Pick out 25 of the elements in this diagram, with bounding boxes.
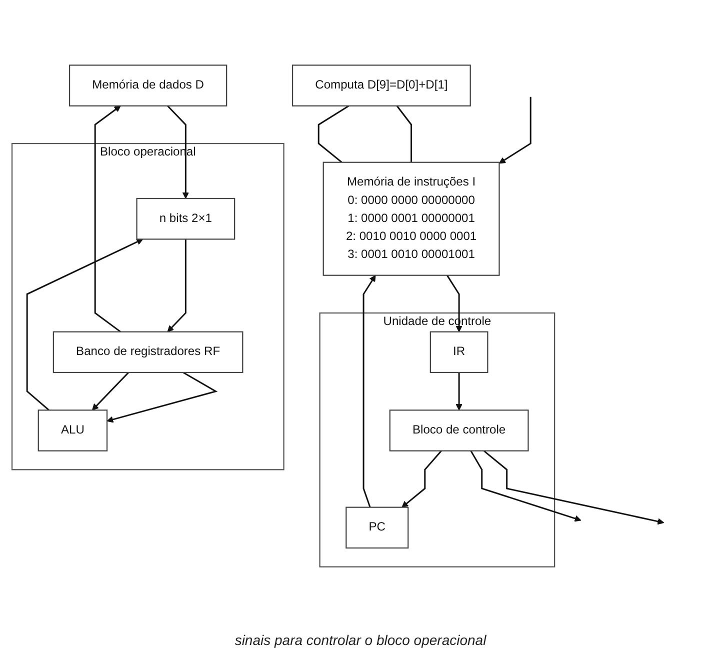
block-box: Memória de dados D <box>68 64 228 106</box>
block-box: Bloco de controle <box>389 410 529 452</box>
memory-box: Memória de instruções I 0: 0000 0000 00000000 1: 0000 0001 00000001 2: 0010 0010 0000 0001 3: 0001 0010 00001001 <box>322 162 500 276</box>
arrow <box>498 96 532 164</box>
block-box: ALU <box>38 410 108 452</box>
arrow <box>446 274 462 332</box>
arrow <box>483 450 664 525</box>
arrow <box>362 275 376 508</box>
block-box: IR <box>430 331 488 374</box>
arrow <box>26 238 144 411</box>
block-box: Banco de registradores RF <box>52 331 244 374</box>
arrow <box>167 239 186 332</box>
arrow <box>106 372 218 423</box>
note-text: sinais para controlar o bloco operacional <box>234 632 486 648</box>
arrow <box>470 450 582 522</box>
block-box: n bits 2×1 <box>136 198 236 240</box>
block-box: Computa D[9]=D[0]+D[1] <box>292 64 471 106</box>
arrow <box>456 372 462 410</box>
arrow <box>402 450 442 508</box>
leader-line <box>318 105 350 163</box>
arrow <box>94 106 121 332</box>
block-box: PC <box>346 506 409 549</box>
leader-line <box>396 105 412 162</box>
arrow <box>167 105 189 199</box>
arrow <box>92 372 130 410</box>
